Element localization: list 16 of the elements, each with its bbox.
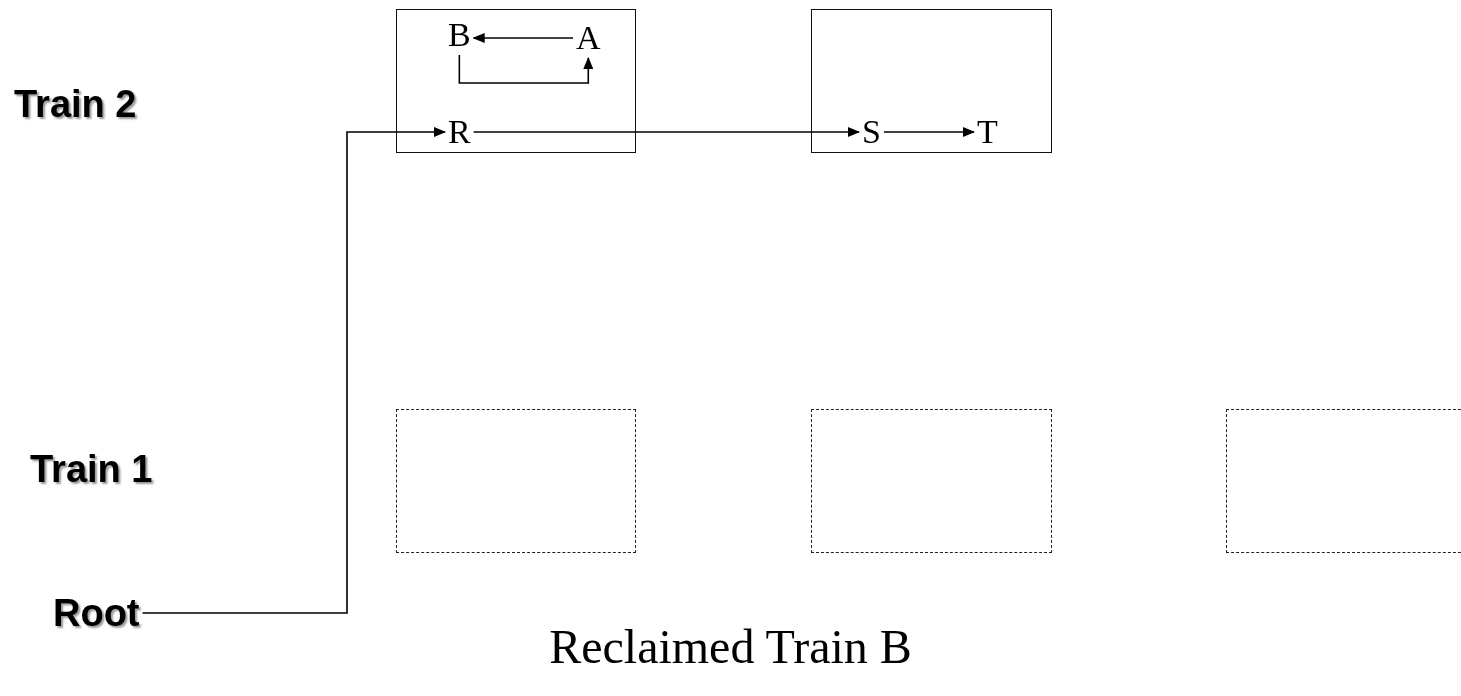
row-label: Train 1 xyxy=(30,450,153,488)
arrow xyxy=(883,127,975,137)
node-letter: A xyxy=(576,21,601,55)
outline-box xyxy=(396,9,636,153)
node-letter: R xyxy=(448,115,471,149)
caption: Reclaimed Train B xyxy=(548,622,913,673)
arrow xyxy=(472,127,860,137)
node-letter: T xyxy=(977,115,998,149)
arrow xyxy=(141,127,446,614)
root-label: Root xyxy=(53,594,140,632)
row-label: Train 2 xyxy=(14,85,137,123)
arrow xyxy=(472,33,574,43)
arrow xyxy=(458,54,594,84)
node-letter: S xyxy=(862,115,881,149)
outline-box xyxy=(811,9,1052,153)
node-letter: B xyxy=(448,18,471,52)
